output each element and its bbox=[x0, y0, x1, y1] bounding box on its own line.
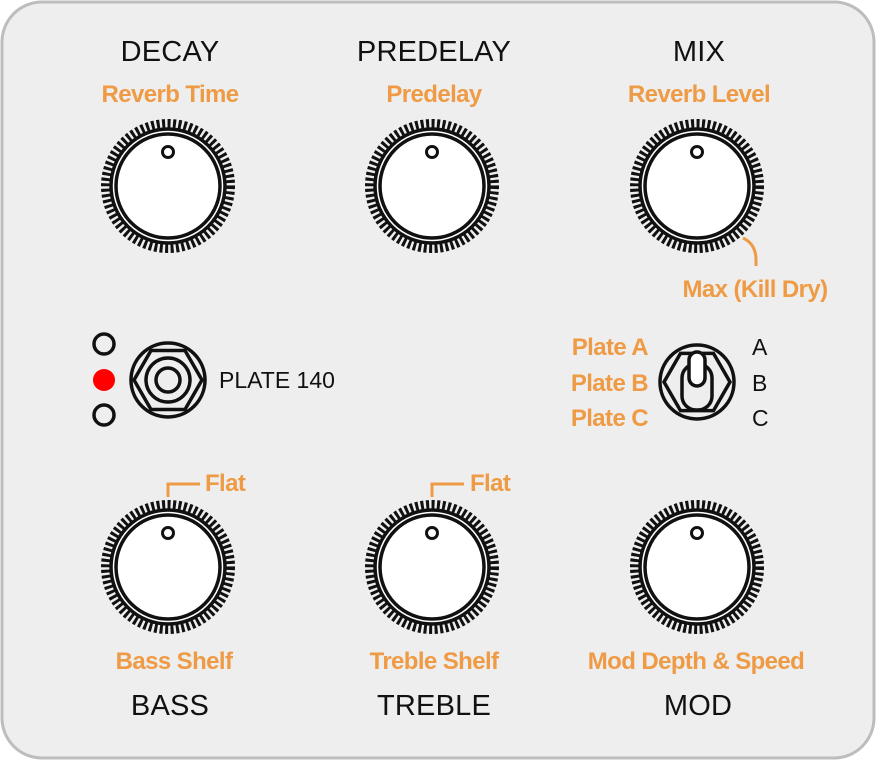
toggle-position-b: B bbox=[752, 370, 768, 396]
knob-knurl bbox=[365, 119, 499, 253]
footswitch-button bbox=[154, 366, 182, 394]
footswitch-ring bbox=[129, 341, 207, 419]
toggle-position-a: A bbox=[752, 334, 768, 360]
treble-knob[interactable] bbox=[365, 500, 499, 634]
mix-label: MIX bbox=[672, 36, 726, 68]
mod-function-label: Mod Depth & Speed bbox=[587, 648, 805, 675]
bass-flat-note: Flat bbox=[205, 470, 246, 497]
decay-label: DECAY bbox=[120, 36, 220, 68]
knob-knurl bbox=[630, 500, 764, 634]
bass-function-label: Bass Shelf bbox=[115, 648, 233, 675]
predelay-knob[interactable] bbox=[365, 119, 499, 253]
led-indicator-1 bbox=[92, 332, 116, 356]
knob-knurl bbox=[101, 119, 235, 253]
led-indicator-2 bbox=[93, 369, 115, 391]
knob-knurl bbox=[630, 119, 764, 253]
footswitch-nut bbox=[131, 348, 205, 412]
knob-pointer-dot bbox=[161, 145, 175, 159]
knob-cap bbox=[114, 513, 222, 621]
knob-pointer-dot bbox=[425, 526, 439, 540]
treble-flat-marker bbox=[430, 482, 464, 497]
predelay-function-label: Predelay bbox=[386, 81, 482, 108]
knob-cap bbox=[378, 513, 486, 621]
toggle-option-a-name: Plate A bbox=[571, 334, 649, 361]
toggle-option-b-name: Plate B bbox=[570, 370, 649, 397]
toggle-lever bbox=[687, 350, 707, 388]
knob-cap bbox=[114, 132, 222, 240]
toggle-switch[interactable] bbox=[658, 343, 736, 421]
knob-cap bbox=[643, 132, 751, 240]
knob-knurl bbox=[365, 500, 499, 634]
toggle-nut bbox=[661, 351, 733, 413]
mod-knob[interactable] bbox=[630, 500, 764, 634]
mod-label: MOD bbox=[663, 690, 733, 722]
mix-knob[interactable] bbox=[630, 119, 764, 253]
toggle-position-c: C bbox=[752, 405, 769, 431]
predelay-label: PREDELAY bbox=[356, 36, 512, 68]
mix-function-label: Reverb Level bbox=[627, 81, 771, 108]
decay-knob[interactable] bbox=[101, 119, 235, 253]
treble-flat-note: Flat bbox=[470, 470, 511, 497]
toggle-bezel bbox=[658, 343, 736, 421]
mix-max-note: Max (Kill Dry) bbox=[682, 276, 829, 303]
knob-pointer-dot bbox=[690, 145, 704, 159]
decay-function-label: Reverb Time bbox=[101, 81, 239, 108]
bass-knob[interactable] bbox=[101, 500, 235, 634]
footswitch-label: PLATE 140 bbox=[219, 367, 335, 393]
mix-max-marker bbox=[742, 236, 758, 266]
knob-cap bbox=[643, 513, 751, 621]
knob-pointer-dot bbox=[161, 526, 175, 540]
toggle-option-c-name: Plate C bbox=[570, 405, 649, 432]
knob-knurl bbox=[101, 500, 235, 634]
knob-pointer-dot bbox=[425, 145, 439, 159]
knob-pointer-dot bbox=[690, 526, 704, 540]
treble-label: TREBLE bbox=[376, 690, 491, 722]
treble-function-label: Treble Shelf bbox=[369, 648, 499, 675]
led-indicator-3 bbox=[92, 403, 116, 427]
bass-label: BASS bbox=[130, 690, 210, 722]
footswitch[interactable] bbox=[129, 341, 207, 419]
bass-flat-marker bbox=[166, 482, 200, 497]
footswitch-collar bbox=[144, 356, 192, 404]
knob-cap bbox=[378, 132, 486, 240]
